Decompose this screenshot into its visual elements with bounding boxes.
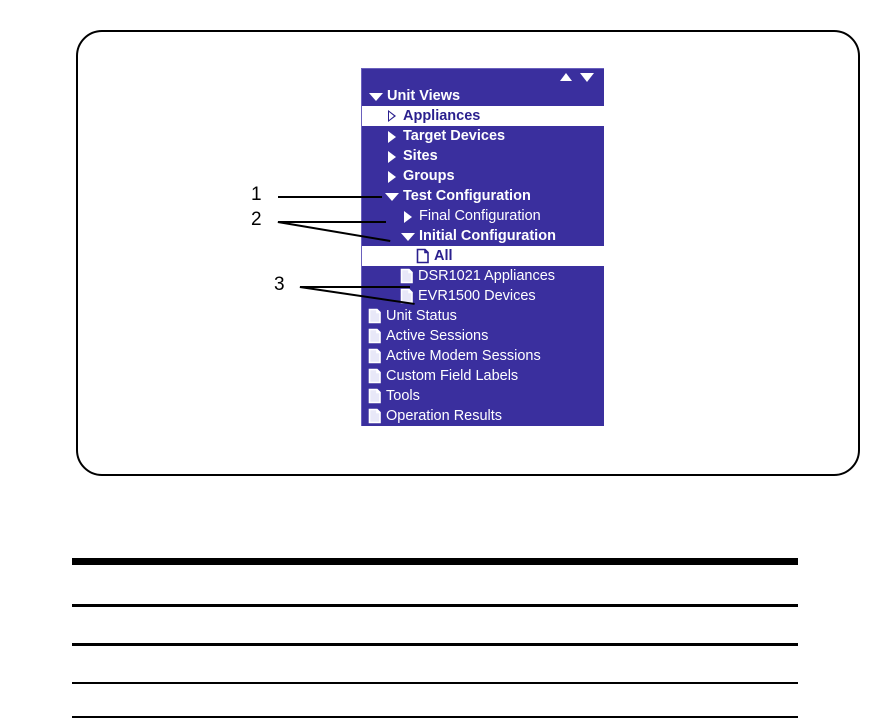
scroll-up-arrow-icon[interactable] (560, 73, 572, 81)
tree-item-target-devices[interactable]: Target Devices (362, 126, 604, 146)
callout-number-2: 2 (251, 209, 262, 230)
document-icon (368, 408, 382, 424)
tree-item-evr1500-devices[interactable]: EVR1500 Devices (362, 286, 604, 306)
table-rule-1 (72, 604, 798, 607)
tree-item-tools[interactable]: Tools (362, 386, 604, 406)
triangle-right-icon[interactable] (384, 148, 400, 164)
tree-item-label: EVR1500 Devices (418, 287, 536, 304)
callout-1-leader-line (278, 196, 382, 198)
tree-item-label: Test Configuration (403, 187, 531, 204)
tree-item-unit-views[interactable]: Unit Views (362, 86, 604, 106)
callout-2-leader-line-a (278, 221, 386, 223)
callout-3-leader-line-a (300, 286, 410, 288)
tree-item-appliances[interactable]: Appliances (362, 106, 604, 126)
triangle-right-icon[interactable] (400, 208, 416, 224)
triangle-down-icon[interactable] (400, 228, 416, 244)
tree-item-groups[interactable]: Groups (362, 166, 604, 186)
table-rule-top (72, 558, 798, 565)
tree-item-label: Target Devices (403, 127, 506, 144)
triangle-right-icon[interactable] (384, 168, 400, 184)
document-icon (368, 328, 382, 344)
tree-item-label: Final Configuration (419, 207, 541, 224)
tree-item-dsr1021-appliances[interactable]: DSR1021 Appliances (362, 266, 604, 286)
callout-number-1: 1 (251, 184, 262, 205)
tree-item-active-sessions[interactable]: Active Sessions (362, 326, 604, 346)
tree-item-label: Active Sessions (386, 327, 489, 344)
tree-item-final-configuration[interactable]: Final Configuration (362, 206, 604, 226)
tree-item-label: Active Modem Sessions (386, 347, 541, 364)
tree-item-label: Initial Configuration (419, 227, 556, 244)
tree-item-label: DSR1021 Appliances (418, 267, 556, 284)
document-icon (416, 248, 430, 264)
tree-item-custom-field-labels[interactable]: Custom Field Labels (362, 366, 604, 386)
tree-item-label: Operation Results (386, 407, 503, 424)
triangle-right-hollow-icon[interactable] (384, 108, 400, 124)
document-icon (400, 268, 414, 284)
table-rule-2 (72, 643, 798, 646)
triangle-down-icon[interactable] (384, 188, 400, 204)
tree-item-label: Appliances (403, 107, 481, 124)
document-icon (368, 368, 382, 384)
tree-item-label: All (434, 247, 453, 264)
tree-item-sites[interactable]: Sites (362, 146, 604, 166)
scroll-down-arrow-icon[interactable] (580, 73, 594, 82)
document-icon (368, 388, 382, 404)
tree-item-label: Unit Status (386, 307, 457, 324)
tree-scrollbar[interactable] (362, 69, 604, 86)
document-icon (368, 308, 382, 324)
tree-item-test-configuration[interactable]: Test Configuration (362, 186, 604, 206)
tree-item-all[interactable]: All (362, 246, 604, 266)
table-rule-3 (72, 682, 798, 684)
triangle-right-icon[interactable] (384, 128, 400, 144)
tree-item-label: Tools (386, 387, 420, 404)
tree-item-initial-configuration[interactable]: Initial Configuration (362, 226, 604, 246)
tree-item-label: Custom Field Labels (386, 367, 519, 384)
tree-item-active-modem-sessions[interactable]: Active Modem Sessions (362, 346, 604, 366)
tree-item-unit-status[interactable]: Unit Status (362, 306, 604, 326)
tree-item-operation-results[interactable]: Operation Results (362, 406, 604, 426)
triangle-down-icon[interactable] (368, 88, 384, 104)
callout-number-3: 3 (274, 274, 285, 295)
tree-item-label: Groups (403, 167, 455, 184)
document-icon (368, 348, 382, 364)
tree-item-label: Sites (403, 147, 438, 164)
table-rule-4 (72, 716, 798, 718)
tree-item-label: Unit Views (387, 87, 461, 104)
